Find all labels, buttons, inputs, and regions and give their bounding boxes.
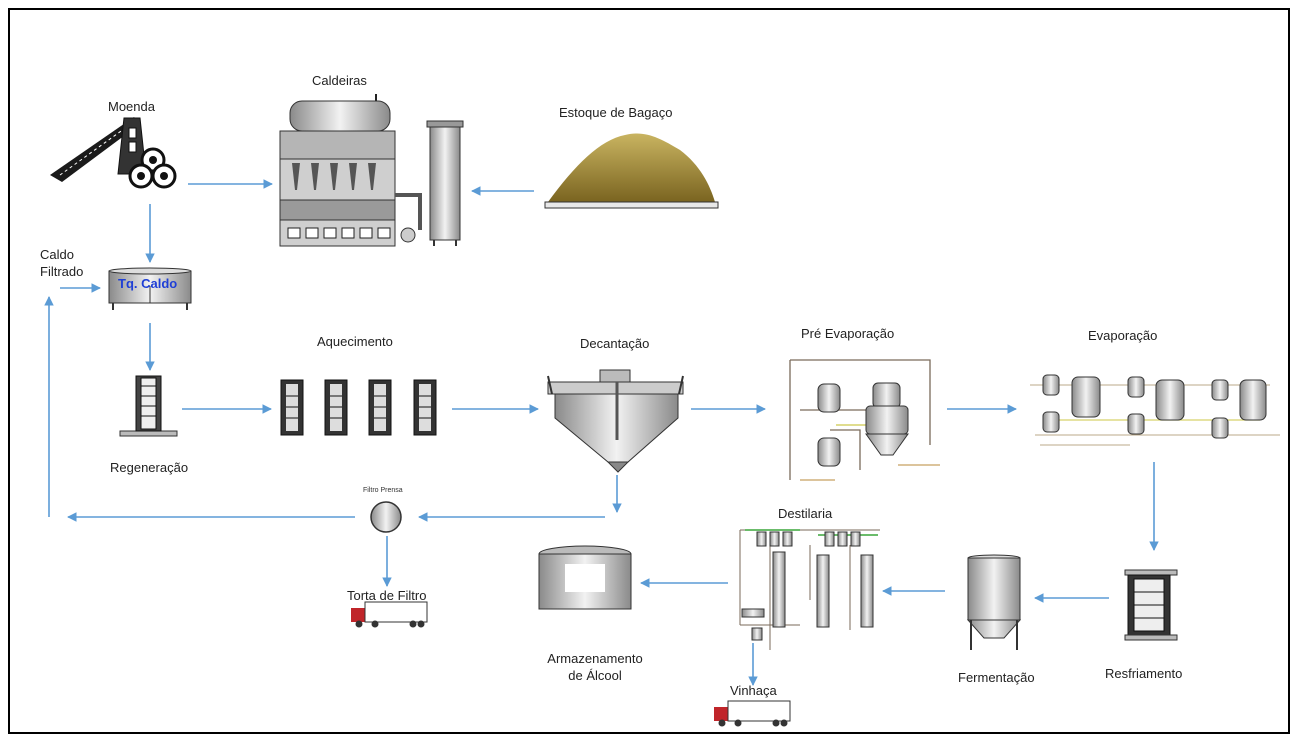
armazenamento-icon: [538, 545, 632, 610]
label-torta-de-filtro: Torta de Filtro: [347, 588, 427, 603]
decantacao-icon: [547, 369, 684, 473]
caldeiras-icon: [279, 94, 464, 247]
label-estoque-bagaco: Estoque de Bagaço: [559, 105, 673, 120]
label-armazenamento: Armazenamento de Álcool: [547, 651, 643, 683]
label-evaporacao: Evaporação: [1088, 328, 1158, 343]
regeneracao-icon: [119, 375, 178, 437]
flow-arrows: [44, 179, 1159, 686]
resfriamento-icon: [1124, 569, 1178, 641]
tq-caldo-icon: [108, 267, 192, 310]
diagram-frame: [8, 8, 1290, 734]
label-vinhaca: Vinhaça: [730, 683, 777, 698]
label-fermentacao: Fermentação: [958, 670, 1035, 685]
label-tq-caldo: Tq. Caldo: [118, 276, 178, 291]
destilaria-icon: [739, 529, 880, 650]
truck-icon-vinhaca: [714, 700, 791, 727]
label-caldo-filtrado: Caldo Filtrado: [40, 247, 84, 279]
truck-icon-torta: [351, 601, 428, 628]
label-regeneracao: Regeneração: [110, 460, 189, 475]
label-pre-evaporacao: Pré Evaporação: [801, 326, 895, 341]
moenda-icon: [50, 117, 177, 189]
fermentacao-icon: [966, 554, 1022, 650]
label-moenda: Moenda: [108, 99, 155, 114]
label-destilaria: Destilaria: [778, 506, 833, 521]
evaporacao-icon: [1030, 374, 1280, 446]
label-resfriamento: Resfriamento: [1105, 666, 1183, 681]
estoque-bagaco-icon: [544, 133, 719, 209]
label-filtro-prensa: Filtro Prensa: [363, 487, 403, 494]
label-aquecimento: Aquecimento: [317, 334, 393, 349]
aquecimento-icon: [280, 379, 437, 436]
pre-evaporacao-icon: [789, 359, 940, 481]
filtro-prensa-icon: [370, 501, 402, 533]
label-caldeiras: Caldeiras: [312, 73, 367, 88]
label-decantacao: Decantação: [580, 336, 650, 351]
